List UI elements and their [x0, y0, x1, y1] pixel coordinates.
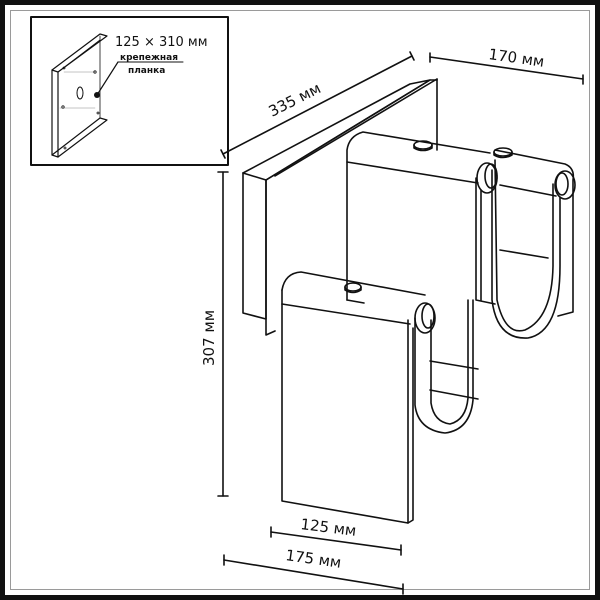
dimension-125: [270, 526, 402, 556]
dimension-175: [223, 554, 404, 595]
dimension-335-label: 335 мм: [266, 79, 324, 120]
outer-frame-inner: [10, 10, 590, 590]
dimension-170: [429, 52, 584, 85]
dimension-307-label: 307 мм: [200, 310, 218, 366]
inset-mounting-plate: [30, 16, 229, 166]
front-panel: [281, 271, 474, 524]
dimension-307: [217, 171, 229, 497]
dimension-335: [220, 51, 415, 159]
dimension-125-label: 125 мм: [300, 515, 358, 540]
inset-label-line2: планка: [128, 66, 165, 76]
wall-backplate: [242, 78, 438, 336]
dimension-175-label: 175 мм: [284, 546, 342, 572]
inset-dimension-text: 125 × 310 мм: [115, 35, 208, 50]
inset-label-line1: крепежная: [120, 53, 178, 63]
rear-panel: [346, 131, 576, 400]
